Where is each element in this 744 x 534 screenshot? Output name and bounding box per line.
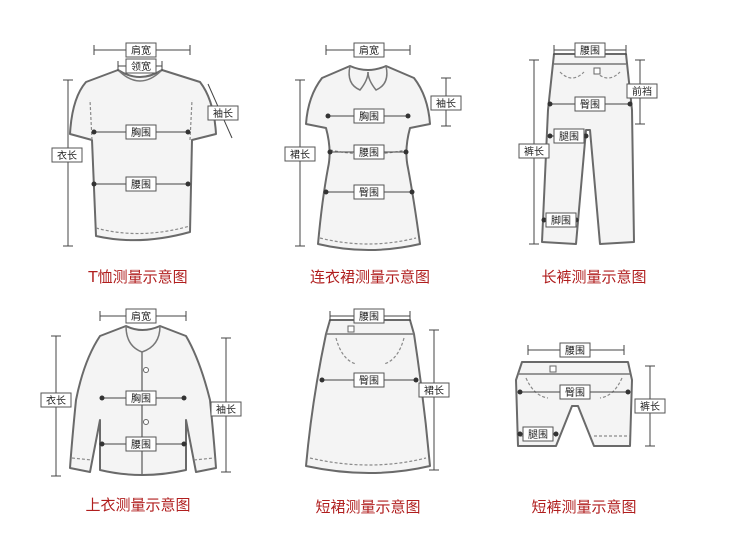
- shirt-cuff-right: [193, 457, 215, 461]
- svg-text:胸围: 胸围: [131, 392, 151, 405]
- label-skirt-waist: 腰围: [353, 308, 385, 324]
- label-shirt-chest: 胸围: [125, 390, 157, 406]
- tshirt-diagram: 肩宽 领宽 袖长 胸围 衣长 腰围 T恤测量示意图: [51, 42, 239, 286]
- long-pants-button: [593, 67, 601, 75]
- svg-text:腿围: 腿围: [559, 131, 579, 143]
- skirt-outline: [305, 319, 431, 474]
- svg-text:肩宽: 肩宽: [131, 310, 151, 323]
- dress-length-dim: [295, 79, 305, 247]
- dress-waist-seam: [329, 149, 407, 155]
- svg-text:裙长: 裙长: [424, 384, 444, 397]
- dress-diagram: 肩宽 袖长 胸围 裙长 腰围 臀围 连衣裙测量示意图: [284, 42, 462, 286]
- label-long-pants-thigh: 腿围: [553, 128, 585, 144]
- shorts-diagram: 腰围 臀围 裤长 腿围 短裤测量示意图: [515, 342, 666, 516]
- svg-text:臀围: 臀围: [565, 387, 585, 399]
- svg-text:臀围: 臀围: [580, 99, 600, 111]
- shirt-button-3: [143, 419, 149, 425]
- label-long-pants-hip: 臀围: [574, 96, 606, 112]
- tshirt-seam-left: [89, 99, 93, 141]
- label-long-pants-waist: 腰围: [574, 42, 606, 58]
- svg-text:腰围: 腰围: [131, 179, 151, 191]
- label-skirt-hip: 臀围: [353, 372, 385, 388]
- svg-text:裤长: 裤长: [640, 400, 660, 413]
- label-dress-shoulder: 肩宽: [353, 42, 385, 58]
- shorts-outline: [515, 361, 633, 447]
- svg-text:脚围: 脚围: [551, 214, 571, 227]
- tshirt-hem-seam: [95, 225, 191, 235]
- svg-text:腰围: 腰围: [565, 345, 585, 357]
- svg-text:裤长: 裤长: [524, 145, 544, 158]
- label-dress-chest: 胸围: [353, 108, 385, 124]
- shorts-title: 短裤测量示意图: [531, 498, 636, 516]
- shirt-button-1: [143, 367, 149, 373]
- label-tshirt-shoulder: 肩宽: [125, 42, 157, 58]
- dress-hem-seam: [319, 237, 417, 245]
- label-dress-length: 裙长: [284, 146, 316, 162]
- label-skirt-length: 裙长: [418, 382, 450, 398]
- svg-text:腰围: 腰围: [359, 311, 379, 323]
- label-long-pants-length: 裤长: [518, 143, 550, 159]
- label-shirt-sleeve: 袖长: [210, 401, 242, 417]
- svg-text:腰围: 腰围: [359, 147, 379, 159]
- svg-text:肩宽: 肩宽: [359, 44, 379, 57]
- tshirt-outline: [69, 69, 217, 242]
- label-shirt-shoulder: 肩宽: [125, 308, 157, 324]
- long-pants-diagram: 腰围 前裆 臀围 腿围 裤长 脚围 长裤测量示意图: [518, 42, 658, 286]
- svg-text:领宽: 领宽: [131, 60, 151, 73]
- label-shorts-hip: 臀围: [559, 384, 591, 400]
- label-shorts-thigh: 腿围: [522, 426, 554, 442]
- skirt-pocket-right: [383, 337, 405, 365]
- label-shorts-length: 裤长: [634, 398, 666, 414]
- label-dress-waist: 腰围: [353, 144, 385, 160]
- svg-text:胸围: 胸围: [359, 110, 379, 123]
- tshirt-seam-right: [189, 99, 193, 141]
- skirt-diagram: 腰围 臀围 裙长 短裙测量示意图: [305, 308, 450, 516]
- svg-text:裙长: 裙长: [290, 148, 310, 161]
- svg-text:肩宽: 肩宽: [131, 44, 151, 57]
- skirt-pocket-left: [335, 337, 357, 365]
- tshirt-length-dim: [63, 79, 73, 247]
- svg-text:腿围: 腿围: [528, 429, 548, 441]
- svg-text:前裆: 前裆: [632, 85, 652, 98]
- svg-text:臀围: 臀围: [359, 187, 379, 199]
- long-pants-pocket-left: [559, 71, 585, 79]
- svg-text:臀围: 臀围: [359, 375, 379, 387]
- long-pants-title: 长裤测量示意图: [541, 268, 646, 286]
- label-tshirt-collar: 领宽: [125, 58, 157, 74]
- label-shorts-waist: 腰围: [559, 342, 591, 358]
- skirt-button: [347, 325, 355, 333]
- dress-collar-left: [348, 65, 369, 91]
- label-shirt-waist: 腰围: [125, 436, 157, 452]
- skirt-length-dim: [429, 329, 439, 471]
- svg-text:衣长: 衣长: [57, 149, 77, 162]
- shirt-diagram: 肩宽 胸围 衣长 袖长 腰围 上衣测量示意图: [40, 308, 242, 514]
- label-dress-sleeve: 袖长: [430, 95, 462, 111]
- shirt-title: 上衣测量示意图: [85, 496, 190, 514]
- svg-text:袖长: 袖长: [213, 107, 233, 120]
- label-dress-hip: 臀围: [353, 184, 385, 200]
- label-tshirt-length: 衣长: [51, 147, 83, 163]
- svg-text:衣长: 衣长: [46, 394, 66, 407]
- dress-collar-right: [367, 65, 388, 91]
- tshirt-title: T恤测量示意图: [87, 268, 187, 286]
- label-shirt-length: 衣长: [40, 392, 72, 408]
- svg-text:腰围: 腰围: [131, 439, 151, 451]
- shirt-cuff-left: [71, 457, 93, 461]
- skirt-title: 短裙测量示意图: [315, 498, 420, 516]
- skirt-hem-seam: [309, 457, 427, 466]
- dress-title: 连衣裙测量示意图: [310, 268, 430, 286]
- tshirt-collar: [117, 69, 163, 82]
- label-tshirt-chest: 胸围: [125, 124, 157, 140]
- label-tshirt-waist: 腰围: [125, 176, 157, 192]
- shorts-button: [549, 365, 557, 373]
- label-tshirt-sleeve: 袖长: [207, 105, 239, 121]
- svg-text:腰围: 腰围: [580, 45, 600, 57]
- svg-text:袖长: 袖长: [216, 403, 236, 416]
- svg-text:胸围: 胸围: [131, 126, 151, 139]
- label-long-pants-hem: 脚围: [545, 212, 577, 228]
- svg-text:袖长: 袖长: [436, 97, 456, 110]
- label-long-pants-rise: 前裆: [626, 83, 658, 99]
